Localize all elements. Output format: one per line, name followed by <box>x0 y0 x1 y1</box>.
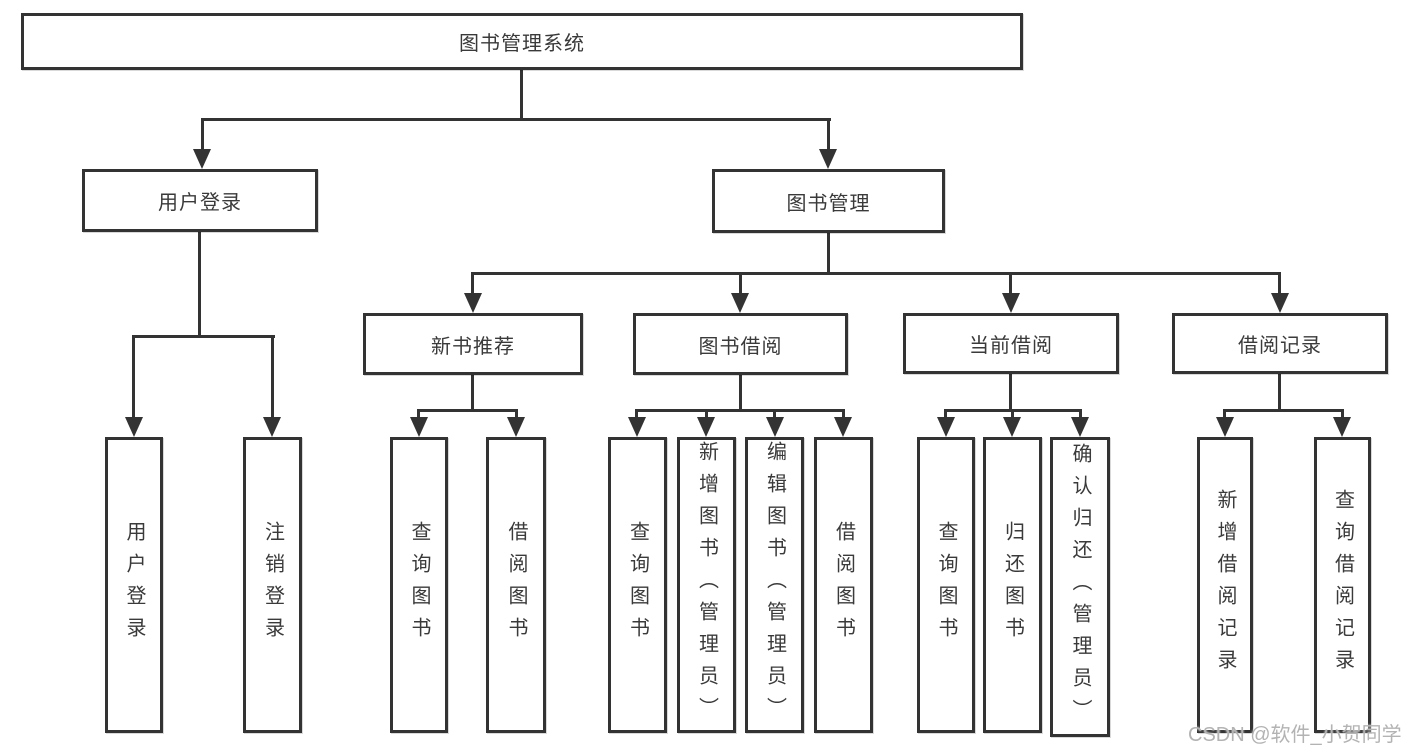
leaf-label: 编辑图书（管理员） <box>763 441 786 729</box>
leaf-recommend-borrow-books: 借阅图书 <box>486 437 546 733</box>
leaf-user-login: 用户登录 <box>105 437 163 733</box>
node-label: 新书推荐 <box>431 335 515 358</box>
csdn-watermark: CSDN @软件_小贺同学 <box>1188 724 1402 746</box>
connector-borrowing-trunk <box>739 375 742 412</box>
connector-stem-branch <box>1278 272 1281 297</box>
connector-stem-leaf <box>417 409 420 421</box>
connector-stem-leaf <box>1341 409 1344 421</box>
node-new-book-recommend: 新书推荐 <box>363 313 583 375</box>
arrow-down-icon <box>1002 293 1020 313</box>
leaf-borrowing-add-books-admin: 新增图书（管理员） <box>677 437 736 733</box>
leaf-label: 借阅图书 <box>505 521 527 649</box>
leaf-borrowing-borrow-books: 借阅图书 <box>814 437 873 733</box>
node-book-borrowing: 图书借阅 <box>633 313 848 375</box>
connector-book-mgmt-horizontal <box>471 272 1281 275</box>
arrow-down-icon <box>507 417 525 437</box>
arrow-down-icon <box>697 417 715 437</box>
leaf-label: 注销登录 <box>261 521 284 649</box>
arrow-down-icon <box>1333 417 1351 437</box>
connector-borrowing-horizontal <box>635 409 845 412</box>
connector-root-horizontal <box>201 118 831 121</box>
arrow-down-icon <box>937 417 955 437</box>
node-book-management-branch: 图书管理 <box>712 169 945 233</box>
node-label: 借阅记录 <box>1238 335 1322 357</box>
leaf-current-query-books: 查询图书 <box>917 437 975 733</box>
connector-records-trunk <box>1278 374 1281 412</box>
connector-book-mgmt-trunk <box>827 233 830 275</box>
leaf-borrowing-edit-books-admin: 编辑图书（管理员） <box>745 437 804 733</box>
node-root-system: 图书管理系统 <box>21 13 1023 70</box>
node-user-login-branch: 用户登录 <box>82 169 318 232</box>
arrow-down-icon <box>263 417 281 437</box>
connector-stem-branch <box>1009 272 1012 297</box>
connector-stem-leaf <box>944 409 947 421</box>
node-label: 图书借阅 <box>698 335 783 358</box>
connector-root-trunk <box>520 70 523 121</box>
connector-user-login-trunk <box>198 232 201 338</box>
connector-stem-leaf <box>635 409 638 421</box>
arrow-down-icon <box>464 293 482 313</box>
leaf-borrowing-query-books: 查询图书 <box>608 437 667 733</box>
arrow-down-icon <box>834 417 852 437</box>
connector-records-horizontal <box>1223 409 1344 412</box>
leaf-label: 查询图书 <box>408 521 430 649</box>
arrow-down-icon <box>819 149 837 169</box>
node-label: 图书管理 <box>786 192 871 215</box>
leaf-current-return-books: 归还图书 <box>983 437 1042 733</box>
arrow-down-icon <box>1216 417 1234 437</box>
leaf-label: 新增图书（管理员） <box>695 441 718 729</box>
connector-stem-leaf <box>705 409 708 421</box>
arrow-down-icon <box>410 417 428 437</box>
arrow-down-icon <box>628 417 646 437</box>
connector-stem-leaf <box>1223 409 1226 421</box>
connector-stem-branch <box>471 272 474 297</box>
leaf-label: 新增借阅记录 <box>1214 489 1236 681</box>
connector-stem-leaf <box>271 335 274 421</box>
leaf-label: 查询图书 <box>935 521 957 649</box>
connector-recommend-horizontal <box>417 409 518 412</box>
leaf-recommend-query-books: 查询图书 <box>390 437 448 733</box>
arrow-down-icon <box>766 417 784 437</box>
leaf-label: 查询借阅记录 <box>1331 489 1354 681</box>
node-borrow-records: 借阅记录 <box>1172 313 1388 374</box>
arrow-down-icon <box>1071 417 1089 437</box>
leaf-label: 借阅图书 <box>832 521 855 649</box>
connector-stem-branch <box>739 272 742 297</box>
arrow-down-icon <box>125 417 143 437</box>
connector-stem-book-mgmt <box>827 118 830 154</box>
node-root-label: 图书管理系统 <box>459 33 585 55</box>
leaf-label: 查询图书 <box>626 521 649 649</box>
leaf-logout: 注销登录 <box>243 437 302 733</box>
connector-current-trunk <box>1009 374 1012 412</box>
connector-stem-leaf <box>132 335 135 421</box>
connector-stem-leaf <box>773 409 776 421</box>
node-label: 当前借阅 <box>969 335 1053 357</box>
leaf-label: 确认归还（管理员） <box>1069 443 1091 731</box>
arrow-down-icon <box>731 293 749 313</box>
connector-recommend-trunk <box>471 375 474 412</box>
connector-stem-leaf <box>842 409 845 421</box>
connector-stem-leaf <box>515 409 518 421</box>
arrow-down-icon <box>1271 293 1289 313</box>
node-label: 用户登录 <box>158 192 242 214</box>
leaf-records-add-record: 新增借阅记录 <box>1197 437 1253 733</box>
arrow-down-icon <box>193 149 211 169</box>
leaf-label: 归还图书 <box>1001 521 1024 649</box>
connector-stem-user-login <box>201 118 204 154</box>
connector-stem-leaf <box>1011 409 1014 421</box>
connector-user-login-horizontal <box>132 335 275 338</box>
node-current-borrowing: 当前借阅 <box>903 313 1119 374</box>
arrow-down-icon <box>1003 417 1021 437</box>
leaf-records-query-record: 查询借阅记录 <box>1314 437 1371 733</box>
leaf-current-confirm-return-admin: 确认归还（管理员） <box>1050 437 1110 737</box>
leaf-label: 用户登录 <box>123 521 145 649</box>
connector-stem-leaf <box>1079 409 1082 421</box>
